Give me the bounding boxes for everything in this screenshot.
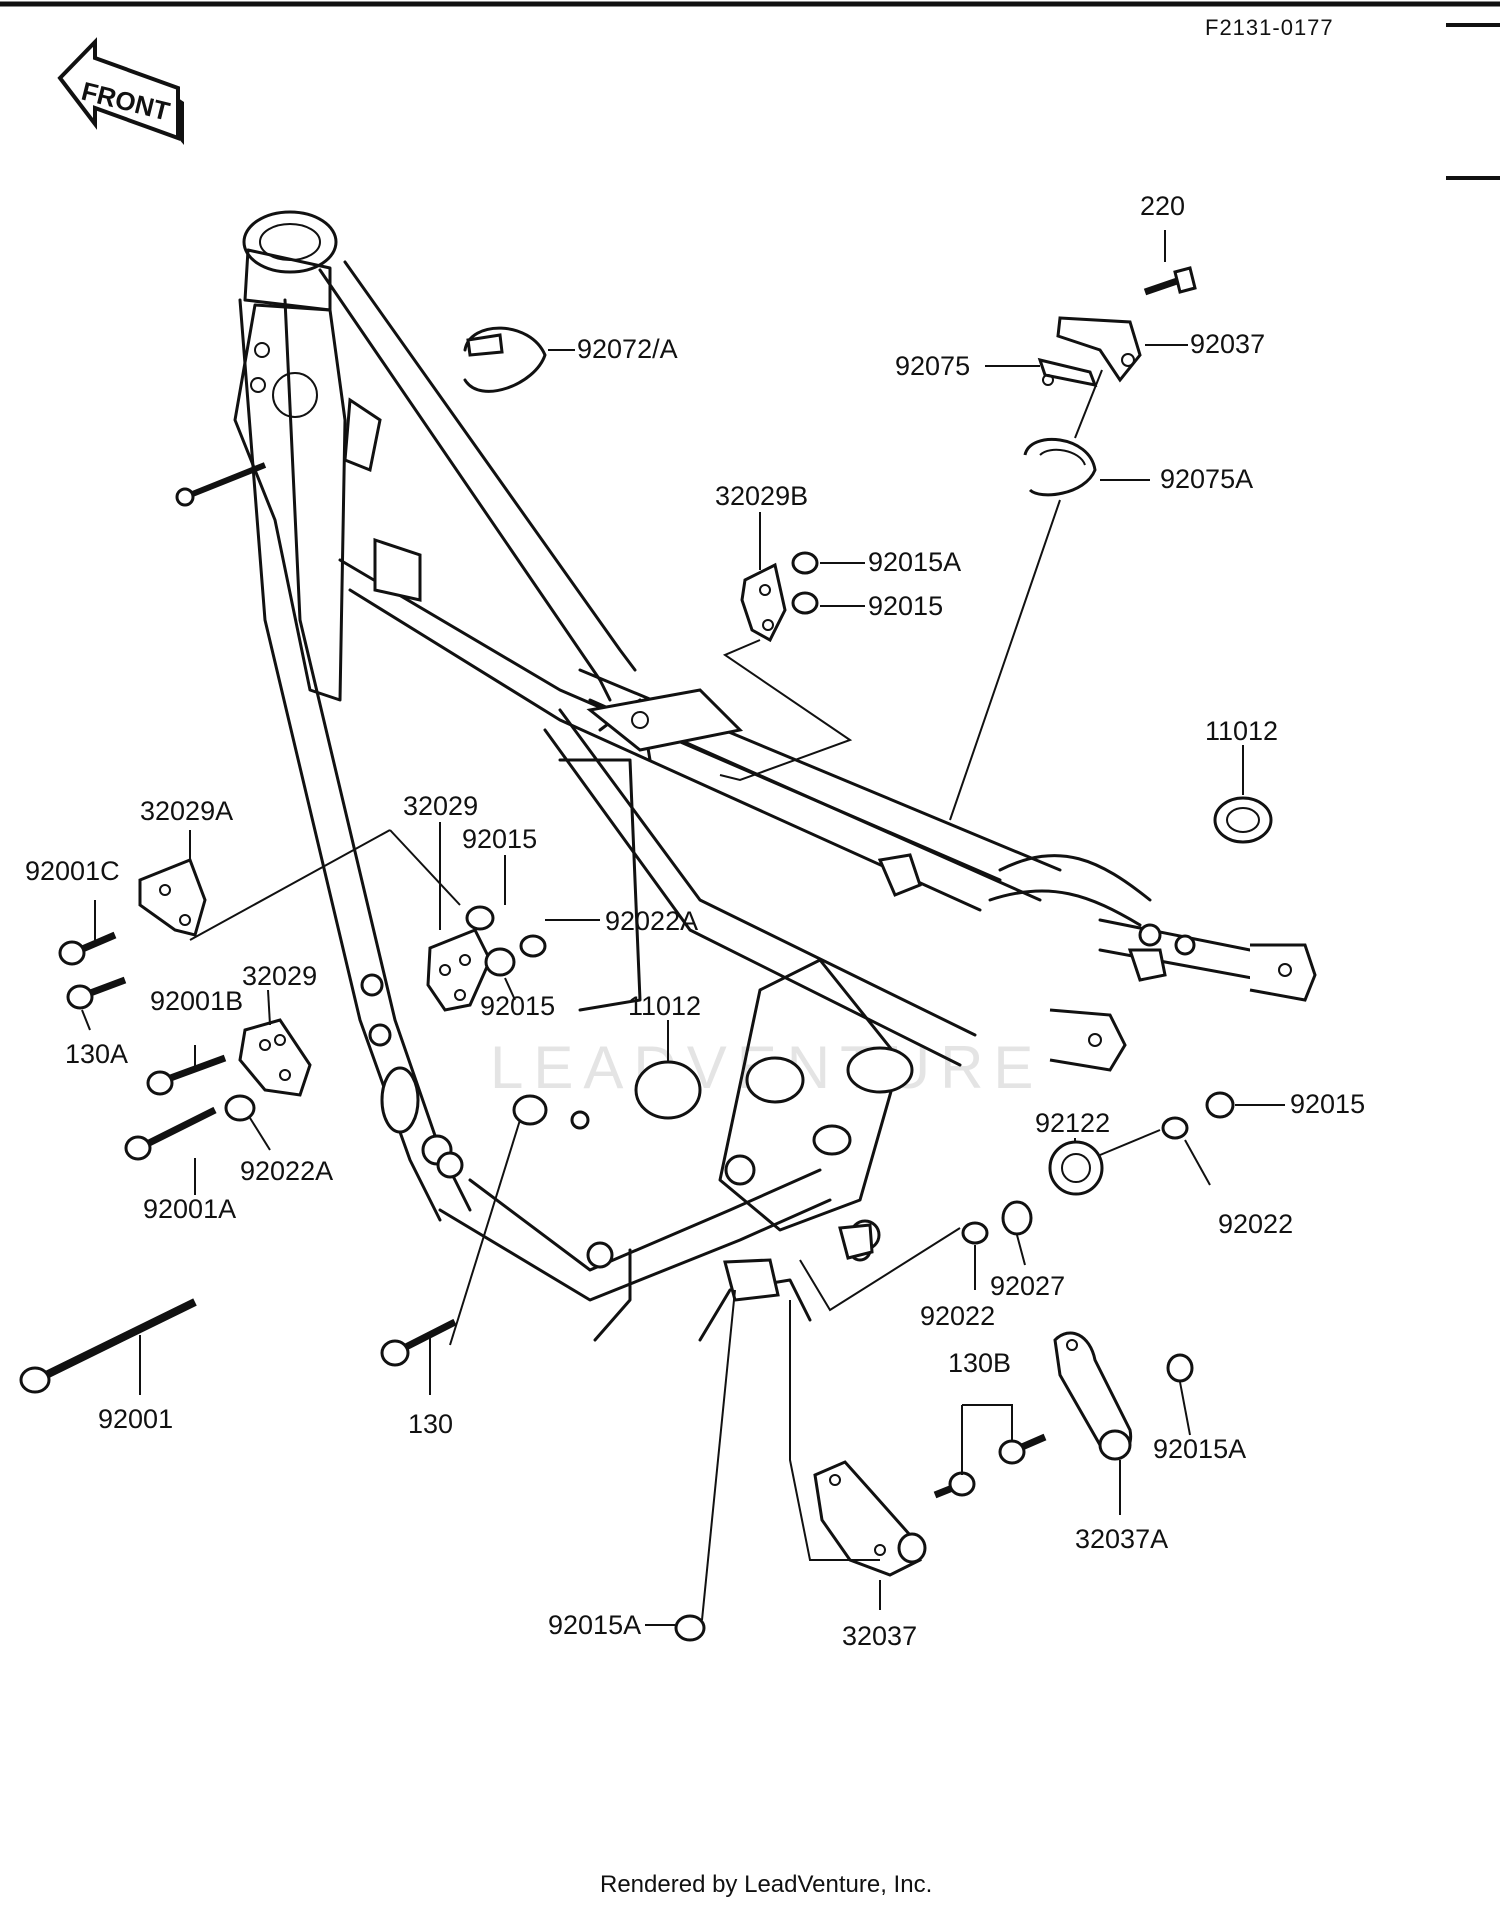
label-32029-center: 32029 xyxy=(403,791,478,821)
label-32037a: 32037A xyxy=(1075,1524,1168,1554)
label-92022-lower: 92022 xyxy=(920,1301,995,1331)
label-92001b: 92001B xyxy=(150,986,243,1016)
label-32029a: 32029A xyxy=(140,796,233,826)
label-92001c: 92001C xyxy=(25,856,120,886)
label-92015a-right: 92015A xyxy=(1153,1434,1246,1464)
footer-credit: Rendered by LeadVenture, Inc. xyxy=(600,1871,932,1898)
label-92022a-center: 92022A xyxy=(605,906,698,936)
diagram-code: F2131-0177 xyxy=(1205,15,1334,40)
label-32037: 32037 xyxy=(842,1621,917,1651)
parts xyxy=(19,266,1273,1642)
label-92075: 92075 xyxy=(895,351,970,381)
label-92075a: 92075A xyxy=(1160,464,1253,494)
label-92015-lower: 92015 xyxy=(480,991,555,1021)
label-130: 130 xyxy=(408,1409,453,1439)
page-border xyxy=(0,1,1500,180)
leader-lines xyxy=(81,230,1285,1626)
label-32029-left: 32029 xyxy=(242,961,317,991)
label-92001a: 92001A xyxy=(143,1194,236,1224)
front-arrow-icon: FRONT xyxy=(57,37,184,145)
label-220: 220 xyxy=(1140,191,1185,221)
label-130b: 130B xyxy=(948,1348,1011,1378)
label-11012-top: 11012 xyxy=(1205,716,1278,746)
label-92015-right: 92015 xyxy=(1290,1089,1365,1119)
label-92001: 92001 xyxy=(98,1404,173,1434)
motorcycle-frame xyxy=(175,210,1317,1342)
label-92015a-top: 92015A xyxy=(868,547,961,577)
label-92022a-left: 92022A xyxy=(240,1156,333,1186)
label-92027: 92027 xyxy=(990,1271,1065,1301)
label-92015-top: 92015 xyxy=(868,591,943,621)
label-11012-center: 11012 xyxy=(628,991,701,1021)
part-labels: 220 92072/A 92037 92075 92075A 32029B 92… xyxy=(25,191,1365,1651)
label-32029b: 32029B xyxy=(715,481,808,511)
label-92015a-bottom: 92015A xyxy=(548,1610,641,1640)
label-92015-center: 92015 xyxy=(462,824,537,854)
label-92022-right: 92022 xyxy=(1218,1209,1293,1239)
label-92037: 92037 xyxy=(1190,329,1265,359)
label-130a: 130A xyxy=(65,1039,128,1069)
label-92122: 92122 xyxy=(1035,1108,1110,1138)
label-92072a: 92072/A xyxy=(577,334,678,364)
